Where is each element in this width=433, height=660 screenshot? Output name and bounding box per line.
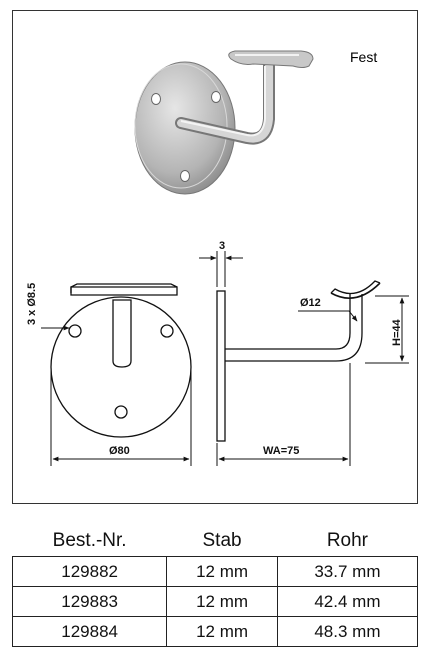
order-number-cell: 129884 <box>11 616 168 647</box>
tube-cell: 48.3 mm <box>276 616 419 647</box>
side-view <box>216 280 381 442</box>
rod-cell: 12 mm <box>166 616 278 647</box>
rod-cell: 12 mm <box>166 556 278 587</box>
table-header-row: Best.-Nr. Stab Rohr <box>13 526 418 557</box>
tube-cell: 42.4 mm <box>276 586 419 617</box>
technical-drawing: Fest <box>26 49 409 466</box>
drawing-frame: Fest <box>12 10 418 504</box>
plate-diameter-dimension <box>50 367 192 466</box>
rod-diameter-leader <box>298 310 358 322</box>
height-dimension <box>365 295 409 364</box>
variant-label: Fest <box>350 49 377 65</box>
product-illustration <box>134 50 314 195</box>
table-row: 129882 12 mm 33.7 mm <box>11 556 419 587</box>
holes-label: 3 x Ø8.5 <box>26 283 38 325</box>
order-number-cell: 129882 <box>11 556 168 587</box>
height-label: H=44 <box>391 319 403 346</box>
front-view <box>50 283 192 438</box>
rod-diameter-label: Ø12 <box>300 297 321 309</box>
wall-distance-label: WA=75 <box>263 445 299 457</box>
plate-diameter-label: Ø80 <box>109 445 130 457</box>
col-header-tube: Rohr <box>326 530 368 551</box>
order-table: Best.-Nr. Stab Rohr 129882 12 mm 33.7 mm… <box>11 526 419 647</box>
order-number-cell: 129883 <box>11 586 168 617</box>
thickness-dimension <box>199 251 243 287</box>
thickness-label: 3 <box>219 240 225 252</box>
table-row: 129884 12 mm 48.3 mm <box>11 616 419 647</box>
tube-cell: 33.7 mm <box>276 556 419 587</box>
rod-cell: 12 mm <box>166 586 278 617</box>
wall-distance-dimension <box>216 363 351 466</box>
col-header-order-number: Best.-Nr. <box>52 530 127 551</box>
table-row: 129883 12 mm 42.4 mm <box>11 586 419 617</box>
col-header-rod: Stab <box>202 530 242 551</box>
